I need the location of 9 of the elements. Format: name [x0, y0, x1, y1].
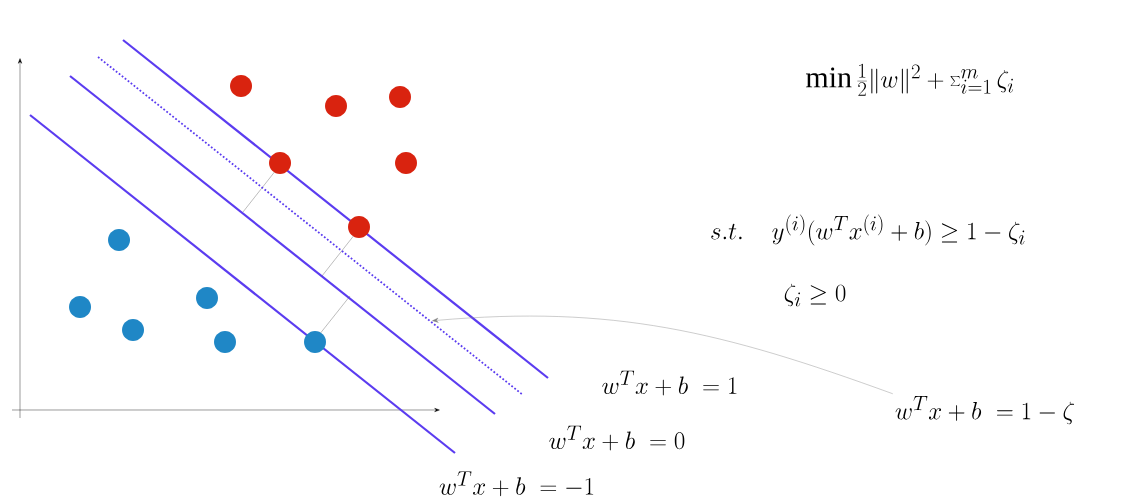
formula: $\zeta_i\geq 0$ [784, 283, 846, 307]
formula: $s.t.\quad y^{(i)}(w^Tx^{(i)}+b)\geq 1-\zeta_i$ [711, 214, 1025, 246]
dotted-line [97, 56, 524, 396]
formula: $w^Tx+b\ =-1$ [439, 471, 594, 497]
curved-arrow [432, 315, 893, 394]
formula: $\min\frac{1}{2}\|w\|^2+\sum_{i=1}^{m}\zeta_i$ [806, 63, 1014, 96]
formula: $w^Tx+b\ =0$ [549, 425, 685, 451]
equation-label: $w^Tx+b\ =1-\zeta$ [895, 396, 1075, 425]
formula: $w^Tx+b\ =1$ [602, 370, 737, 396]
